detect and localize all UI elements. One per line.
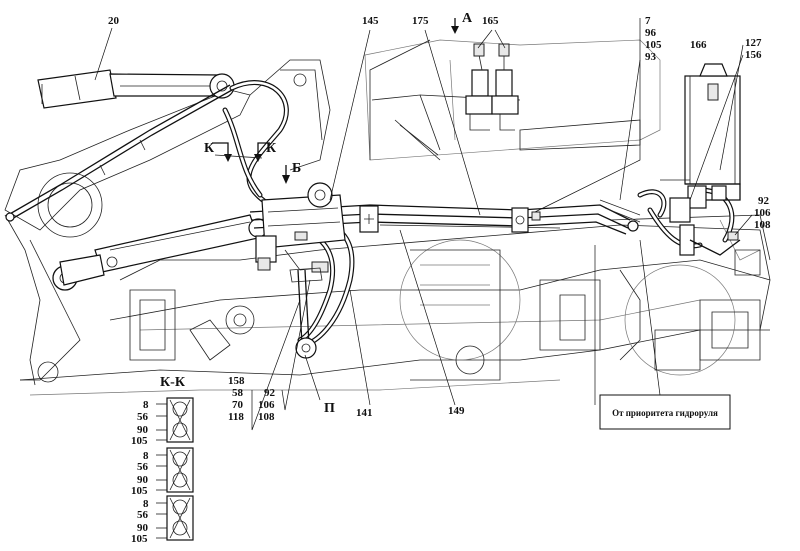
- machine-body-outlines: [4, 39, 771, 396]
- distributor-valve: [255, 182, 346, 273]
- callout-7: 7: [645, 15, 651, 27]
- section-1-item-1: 8: [143, 399, 149, 411]
- section-2-item-1: 8: [143, 450, 149, 462]
- section-3-item-4: 105: [131, 533, 148, 545]
- callout-106-bottom: 106: [258, 399, 275, 411]
- view-letter-k-left: К: [204, 141, 215, 156]
- view-letter-b: Б: [292, 161, 301, 176]
- right-fittings: [599, 197, 741, 256]
- callout-175: 175: [412, 15, 429, 27]
- callout-70: 70: [232, 399, 244, 411]
- section-2-item-2: 56: [137, 461, 149, 473]
- callout-149: 149: [448, 405, 465, 417]
- callout-96: 96: [645, 27, 657, 39]
- view-letter-a: А: [462, 11, 473, 26]
- arm-pipe: [5, 84, 233, 222]
- tilt-cylinder: [59, 214, 268, 286]
- leader-lines: [94, 18, 753, 431]
- view-letter-k-right: К: [266, 141, 277, 156]
- callout-145: 145: [362, 15, 379, 27]
- callout-108-right: 108: [754, 219, 771, 231]
- callout-labels: 20 145 175 165 166 7 96 105 93 127 156 9…: [108, 15, 771, 423]
- section-k-k: [156, 397, 194, 541]
- lift-cylinder-20: [37, 69, 235, 109]
- note-box: От приоритета гидроруля: [599, 394, 731, 430]
- callout-166: 166: [690, 39, 707, 51]
- view-letter-p: П: [324, 401, 335, 416]
- callout-92-bottom: 92: [264, 387, 276, 399]
- section-3-item-1: 8: [143, 498, 149, 510]
- callout-106-right: 106: [754, 207, 771, 219]
- view-arrows: [212, 18, 459, 184]
- section-2-item-4: 105: [131, 485, 148, 497]
- section-3-item-3: 90: [137, 522, 149, 534]
- section-block-3: [156, 495, 194, 541]
- section-block-1: [156, 397, 194, 443]
- callout-158: 158: [228, 375, 245, 387]
- section-block-2: [156, 447, 194, 493]
- view-letters: А Б К К П: [204, 11, 473, 416]
- section-title: К-К: [160, 375, 186, 390]
- section-1-item-3: 90: [137, 424, 149, 436]
- callout-165: 165: [482, 15, 499, 27]
- callout-105: 105: [645, 39, 662, 51]
- section-3-item-2: 56: [137, 509, 149, 521]
- callout-141: 141: [356, 407, 373, 419]
- callout-58: 58: [232, 387, 244, 399]
- section-1-item-2: 56: [137, 411, 149, 423]
- hydraulic-tank-166: [660, 63, 741, 209]
- callout-20: 20: [108, 15, 120, 27]
- callout-108-bottom: 108: [258, 411, 275, 423]
- joysticks-165: [465, 43, 519, 131]
- bracket-p: [289, 267, 323, 359]
- callout-156: 156: [745, 49, 762, 61]
- callout-118: 118: [228, 411, 244, 423]
- callout-127: 127: [745, 37, 762, 49]
- section-labels: К-К 8 56 90 105 8 56 90 105 8 56 90 105: [131, 375, 186, 545]
- note-text: От приоритета гидроруля: [612, 408, 718, 418]
- callout-92-right: 92: [758, 195, 770, 207]
- callout-93: 93: [645, 51, 657, 63]
- section-1-item-4: 105: [131, 435, 148, 447]
- section-2-item-3: 90: [137, 474, 149, 486]
